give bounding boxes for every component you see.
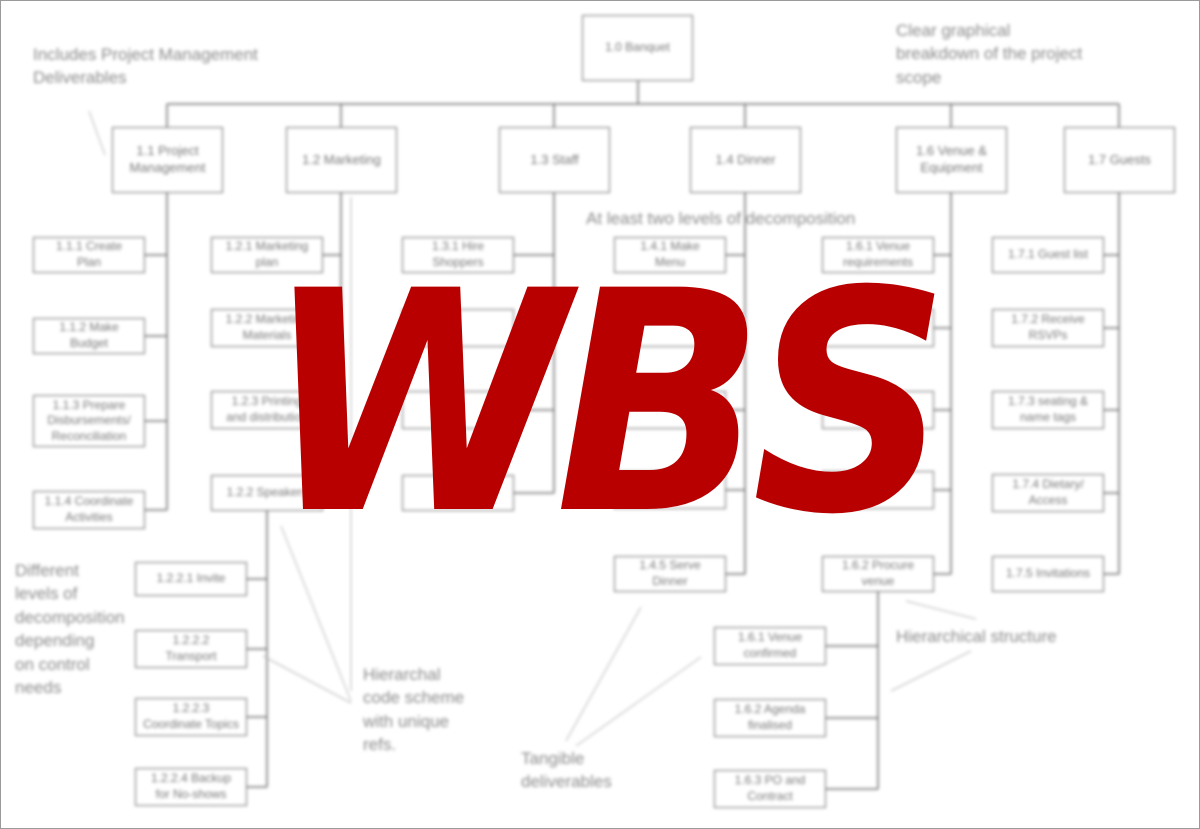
wbs-node-1-6: 1.6 Venue & Equipment [896, 127, 1007, 193]
wbs-node-1-7-3: 1.7.3 seating & name tags [992, 391, 1104, 429]
wbs-node-1-4-3 [614, 391, 726, 429]
wbs-node-1-7-5: 1.7.5 Invitations [992, 556, 1104, 592]
connector-line [905, 600, 977, 620]
wbs-node-1-1-4: 1.1.4 Coordinate Activities [33, 491, 145, 529]
wbs-node-1-6-b [822, 391, 934, 429]
note-graphical-breakdown: Clear graphical breakdown of the project… [896, 21, 1083, 87]
connector-line [280, 525, 352, 702]
wbs-node-1-7-4: 1.7.4 Dietary/ Access [992, 474, 1104, 512]
wbs-node-1-6-1: 1.6.1 Venue requirements [822, 237, 934, 273]
note-two-levels: At least two levels of decomposition [586, 209, 856, 228]
wbs-node-1-7-2: 1.7.2 Receive RSVPs [992, 309, 1104, 347]
wbs-node-1-2: 1.2 Marketing [286, 127, 397, 193]
wbs-node-1-2-3: 1.2.3 Printing and distribution [211, 391, 323, 429]
wbs-node-1-3-1: 1.3.1 Hire Shoppers [402, 237, 514, 273]
wbs-node-1-2-2-speakers: 1.2.2 Speakers [211, 475, 323, 511]
wbs-title: WBS [265, 226, 950, 581]
wbs-node-1-6-2-3: 1.6.3 PO and Contract [714, 770, 826, 808]
note-hierarchal-code: Hierarchal code scheme with unique refs. [363, 665, 465, 755]
wbs-node-1-6-2: 1.6.2 Procure venue [822, 556, 934, 592]
connector-line [262, 655, 352, 704]
wbs-node-1-2-2-4: 1.2.2.4 Backup for No-shows [135, 768, 247, 806]
connector-line [890, 650, 972, 692]
wbs-node-1-2-2-3: 1.2.2.3 Coordinate Topics [135, 698, 247, 736]
wbs-node-1-4-5: 1.4.5 Serve Dinner [614, 556, 726, 592]
wbs-node-1-6-c [822, 471, 934, 509]
wbs-node-1-1-3: 1.1.3 Prepare Disbursements/ Reconciliat… [33, 395, 145, 447]
note-different-levels: Different levels of decomposition depend… [15, 561, 125, 698]
wbs-node-1-3-3 [402, 391, 514, 429]
note-tangible-deliverables: Tangible deliverables [521, 749, 612, 792]
note-pm-deliverables: Includes Project Management Deliverables [33, 45, 258, 88]
wbs-node-1-1-1: 1.1.1 Create Plan [33, 237, 145, 273]
connector-line [88, 110, 106, 156]
note-hierarchical-structure: Hierarchical structure [896, 627, 1057, 646]
wbs-node-1-2-2-2: 1.2.2.2 Transport [135, 630, 247, 668]
wbs-node-1-7-1: 1.7.1 Guest list [992, 237, 1104, 273]
wbs-node-1-1-2: 1.1.2 Make Budget [33, 318, 145, 354]
wbs-node-1-6-2-2: 1.6.2 Agenda finalised [714, 699, 826, 737]
wbs-node-1-4: 1.4 Dinner [690, 127, 801, 193]
wbs-node-1-2-1: 1.2.1 Marketing plan [211, 237, 323, 273]
connector-line [575, 656, 702, 747]
wbs-node-1-2-2: 1.2.2 Marketing Materials [211, 309, 323, 347]
wbs-node-1-4-4 [614, 471, 726, 509]
wbs-node-1-7: 1.7 Guests [1064, 127, 1175, 193]
wbs-node-1-6-2-1: 1.6.1 Venue confirmed [714, 627, 826, 665]
wbs-node-1-3-2 [402, 309, 514, 347]
wbs-node-1-4-2 [614, 309, 726, 347]
wbs-node-1-6-a [822, 309, 934, 347]
wbs-node-1-2-2-1: 1.2.2.1 Invite [135, 562, 247, 596]
wbs-node-1-3: 1.3 Staff [499, 127, 610, 193]
wbs-root: 1.0 Banquet [582, 15, 693, 81]
wbs-node-1-1: 1.1 Project Management [112, 127, 223, 193]
wbs-node-1-4-1: 1.4.1 Make Menu [614, 237, 726, 273]
wbs-node-1-3-4 [402, 475, 514, 511]
connector-line [565, 606, 642, 742]
